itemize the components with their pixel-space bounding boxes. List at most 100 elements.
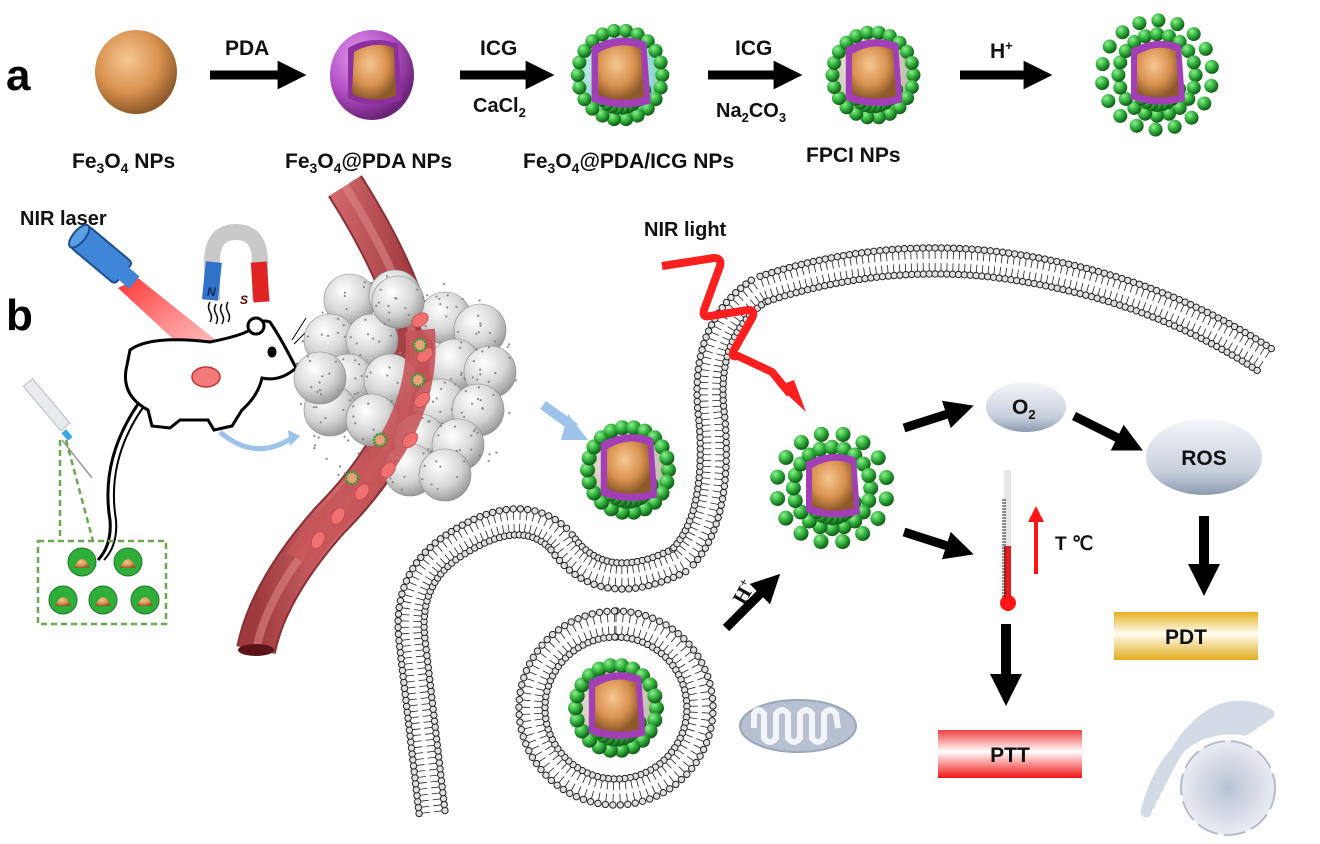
cell-surface-dot xyxy=(459,347,461,349)
cell-surface-dot xyxy=(488,346,490,348)
cell-surface-dot xyxy=(479,369,481,371)
nucleus-endoplasmic-reticulum-icon xyxy=(1146,706,1275,835)
cell-surface-dot xyxy=(321,334,323,336)
cell-surface-dot xyxy=(354,393,356,395)
cell-surface-dot xyxy=(361,375,363,377)
reaction-arrow-icg-cacl2: ICG CaCl2 xyxy=(460,37,540,120)
flow-arrowhead xyxy=(288,430,300,446)
cell-surface-dot xyxy=(392,481,394,483)
cell-surface-dot xyxy=(478,386,480,388)
cell-surface-dot xyxy=(463,377,465,379)
cell-surface-dot xyxy=(465,390,467,392)
cell-surface-dot xyxy=(342,358,344,360)
magnetic-core xyxy=(607,442,651,494)
released-icg-bead xyxy=(1185,111,1199,125)
cell-surface-dot xyxy=(472,376,474,378)
released-icg-bead xyxy=(778,511,793,526)
magnetic-core xyxy=(598,45,644,100)
arrow-label-pda: PDA xyxy=(225,37,269,60)
cell-surface-dot xyxy=(459,449,461,451)
cell-surface-dot xyxy=(354,422,356,424)
cell-surface-dot xyxy=(388,319,390,321)
cell-surface-dot xyxy=(478,299,480,301)
cell-surface-dot xyxy=(313,435,315,437)
cell-surface-dot xyxy=(437,434,439,436)
cell-surface-dot xyxy=(416,289,418,291)
cell-surface-dot xyxy=(481,350,483,352)
cell-surface-dot xyxy=(439,411,441,413)
released-icg-bead xyxy=(1197,96,1211,110)
cell-surface-dot xyxy=(316,391,318,393)
cell-surface-dot xyxy=(344,436,346,438)
mini-nanoparticle xyxy=(131,586,159,614)
cell-surface-dot xyxy=(426,294,428,296)
magnetic-core xyxy=(812,461,854,511)
released-icg-bead xyxy=(855,435,870,450)
released-icg-bead xyxy=(779,450,794,465)
circulating-nanoparticle xyxy=(414,339,426,351)
cell-surface-dot xyxy=(460,341,462,343)
cell-surface-dot xyxy=(475,333,477,335)
cell-surface-dot xyxy=(440,425,442,427)
cell-surface-dot xyxy=(446,306,448,308)
cell-surface-dot xyxy=(313,406,315,408)
cell-surface-dot xyxy=(320,421,322,423)
cell-surface-dot xyxy=(321,311,323,313)
fe3o4-pda-icg-nanoparticle xyxy=(571,24,670,126)
icg-bead xyxy=(1113,81,1127,95)
released-icg-bead xyxy=(879,491,894,506)
cell-surface-dot xyxy=(364,319,366,321)
cell-surface-dot xyxy=(488,453,490,455)
cell-surface-dot xyxy=(362,438,364,440)
endosome-fpci-nanoparticle xyxy=(568,658,664,757)
magnetic-field-lines xyxy=(209,302,230,324)
cell-surface-dot xyxy=(421,478,423,480)
cell-surface-dot xyxy=(394,297,396,299)
cell-surface-dot xyxy=(460,372,462,374)
tumor-site xyxy=(192,367,220,387)
released-icg-bead xyxy=(1130,119,1144,133)
cell-surface-dot xyxy=(352,415,354,417)
released-icg-bead xyxy=(835,534,850,549)
cell-surface-dot xyxy=(401,489,403,491)
magnet-north-label: N xyxy=(207,285,216,299)
released-icg-bead xyxy=(794,435,809,450)
tumor-cell xyxy=(294,352,346,404)
cell-surface-dot xyxy=(425,325,427,327)
cell-surface-dot xyxy=(462,298,464,300)
cell-surface-dot xyxy=(399,352,401,354)
label-fe3o4-pda-nps: Fe3O4@PDA NPs xyxy=(285,150,452,176)
cell-surface-dot xyxy=(390,335,392,337)
released-icg-bead xyxy=(814,427,829,442)
cell-surface-dot xyxy=(443,283,445,285)
cell-surface-dot xyxy=(387,305,389,307)
cell-surface-dot xyxy=(344,292,346,294)
flow-arrow-mouse-to-tumor xyxy=(220,432,292,449)
cell-surface-dot xyxy=(474,428,476,430)
cell-surface-dot xyxy=(397,382,399,384)
cell-surface-dot xyxy=(337,474,339,476)
mini-nanoparticle xyxy=(49,586,77,614)
cell-surface-dot xyxy=(422,296,424,298)
icg-bead xyxy=(1150,27,1164,41)
cell-surface-dot xyxy=(315,406,317,408)
cell-surface-dot xyxy=(477,315,479,317)
cell-surface-dot xyxy=(477,398,479,400)
cell-surface-dot xyxy=(356,342,358,344)
tumor-cell xyxy=(419,449,471,501)
temperature-label: T ℃ xyxy=(1055,534,1093,555)
cell-surface-dot xyxy=(427,448,429,450)
released-icg-bead xyxy=(855,526,870,541)
released-icg-bead xyxy=(1149,123,1163,137)
magnet-south-label: S xyxy=(240,293,248,307)
cell-surface-dot xyxy=(386,374,388,376)
cell-surface-dot xyxy=(508,343,510,345)
cell-surface-dot xyxy=(314,444,316,446)
released-icg-bead xyxy=(1113,109,1127,123)
label-nir-light: NIR light xyxy=(644,219,727,241)
cell-surface-dot xyxy=(430,450,432,452)
oxygen-ellipse: O2 xyxy=(986,382,1066,432)
cell-surface-dot xyxy=(372,428,374,430)
cell-surface-dot xyxy=(489,332,491,334)
cell-surface-dot xyxy=(369,371,371,373)
